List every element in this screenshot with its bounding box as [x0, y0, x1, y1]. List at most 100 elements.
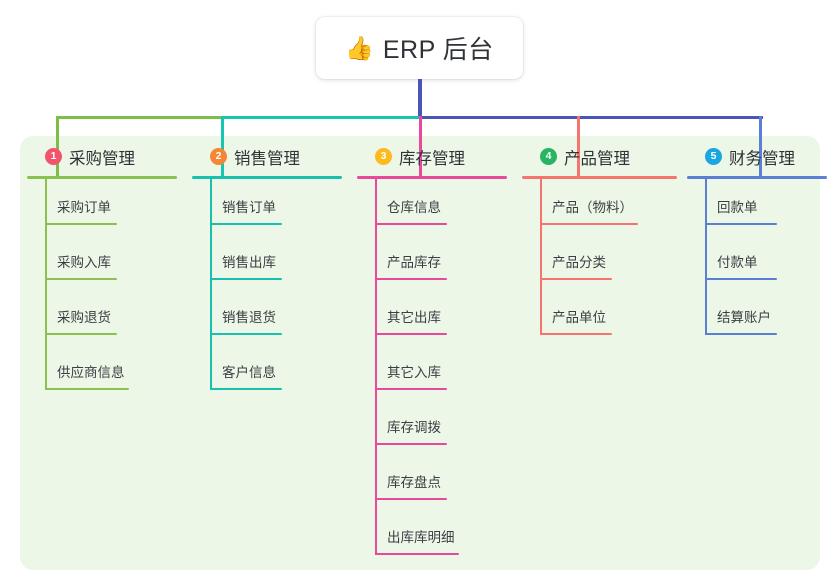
branch-item-underline — [210, 223, 282, 225]
branch-underline-1 — [27, 176, 177, 179]
branch-item-label: 产品（物料） — [552, 200, 633, 215]
branch-header-2[interactable]: 2 销售管理 — [192, 143, 362, 170]
branch-item[interactable]: 付款单 — [687, 234, 839, 289]
branch-item-label: 其它入库 — [387, 365, 441, 380]
branch-badge-1: 1 — [45, 148, 62, 165]
branch-item[interactable]: 库存盘点 — [357, 454, 527, 509]
branch-item[interactable]: 客户信息 — [192, 344, 362, 399]
branch-item-label: 出库库明细 — [387, 530, 455, 545]
branch-item-underline — [540, 333, 612, 335]
branch-item-label: 回款单 — [717, 200, 758, 215]
branch-title-3: 库存管理 — [399, 149, 465, 168]
branch-item-underline — [45, 223, 117, 225]
branch-item[interactable]: 采购入库 — [27, 234, 197, 289]
branch-items-2: 销售订单销售出库销售退货客户信息 — [192, 179, 362, 399]
branch-item-underline — [375, 388, 447, 390]
connector-bar-green — [57, 116, 225, 119]
branch-item-underline — [375, 498, 447, 500]
branch-column-5: 5 财务管理回款单付款单结算账户 — [687, 143, 839, 344]
branch-underline-5 — [687, 176, 827, 179]
diagram-panel — [20, 136, 820, 570]
branch-item-label: 销售出库 — [222, 255, 276, 270]
branch-item-label: 产品库存 — [387, 255, 441, 270]
branch-trunk-4 — [540, 179, 542, 335]
root-title: ERP 后台 — [382, 36, 494, 64]
branch-item[interactable]: 产品单位 — [522, 289, 697, 344]
branch-column-2: 2 销售管理销售订单销售出库销售退货客户信息 — [192, 143, 362, 399]
branch-item-underline — [375, 333, 447, 335]
branch-item[interactable]: 仓库信息 — [357, 179, 527, 234]
branch-item-underline — [210, 278, 282, 280]
branch-badge-3: 3 — [375, 148, 392, 165]
branch-item-underline — [540, 223, 638, 225]
branch-item-label: 库存盘点 — [387, 475, 441, 490]
branch-item[interactable]: 出库库明细 — [357, 509, 527, 564]
branch-title-1: 采购管理 — [69, 149, 135, 168]
branch-trunk-5 — [705, 179, 707, 335]
branch-item-underline — [375, 443, 447, 445]
branch-badge-2: 2 — [210, 148, 227, 165]
branch-item[interactable]: 采购订单 — [27, 179, 197, 234]
branch-item[interactable]: 其它出库 — [357, 289, 527, 344]
column-drop-connector-2 — [221, 116, 224, 176]
branch-item[interactable]: 销售出库 — [192, 234, 362, 289]
column-drop-connector-4 — [577, 116, 580, 176]
branch-item-label: 产品单位 — [552, 310, 606, 325]
thumbs-up-icon: 👍 — [345, 34, 374, 61]
branch-trunk-3 — [375, 179, 377, 555]
branch-items-5: 回款单付款单结算账户 — [687, 179, 839, 344]
branch-item-underline — [375, 223, 447, 225]
column-drop-connector-3 — [419, 116, 422, 176]
column-drop-connector-1 — [56, 116, 59, 176]
branch-item-label: 库存调拨 — [387, 420, 441, 435]
branch-item[interactable]: 回款单 — [687, 179, 839, 234]
root-node[interactable]: 👍 ERP 后台 — [316, 17, 523, 79]
branch-items-1: 采购订单采购入库采购退货供应商信息 — [27, 179, 197, 399]
branch-item-underline — [45, 388, 129, 390]
branch-item-label: 结算账户 — [717, 310, 771, 325]
branch-badge-4: 4 — [540, 148, 557, 165]
branch-item-label: 销售退货 — [222, 310, 276, 325]
branch-item-label: 采购退货 — [57, 310, 111, 325]
branch-item[interactable]: 结算账户 — [687, 289, 839, 344]
branch-item-underline — [375, 278, 447, 280]
branch-item-underline — [45, 278, 117, 280]
branch-item-underline — [705, 223, 777, 225]
branch-item-underline — [210, 388, 282, 390]
root-node-content: 👍 ERP 后台 — [345, 30, 494, 66]
branch-header-5[interactable]: 5 财务管理 — [687, 143, 839, 170]
branch-item[interactable]: 产品（物料） — [522, 179, 697, 234]
branch-item-label: 采购订单 — [57, 200, 111, 215]
branch-item[interactable]: 销售订单 — [192, 179, 362, 234]
branch-item-label: 仓库信息 — [387, 200, 441, 215]
branch-title-2: 销售管理 — [234, 149, 300, 168]
branch-header-1[interactable]: 1 采购管理 — [27, 143, 197, 170]
branch-item[interactable]: 供应商信息 — [27, 344, 197, 399]
branch-item[interactable]: 销售退货 — [192, 289, 362, 344]
branch-item-label: 采购入库 — [57, 255, 111, 270]
branch-column-1: 1 采购管理采购订单采购入库采购退货供应商信息 — [27, 143, 197, 399]
branch-item-label: 供应商信息 — [57, 365, 125, 380]
branch-trunk-2 — [210, 179, 212, 390]
branch-title-5: 财务管理 — [729, 149, 795, 168]
branch-item-underline — [210, 333, 282, 335]
branch-column-3: 3 库存管理仓库信息产品库存其它出库其它入库库存调拨库存盘点出库库明细 — [357, 143, 527, 564]
branch-underline-2 — [192, 176, 342, 179]
branch-item-underline — [705, 333, 777, 335]
branch-item-label: 销售订单 — [222, 200, 276, 215]
branch-items-4: 产品（物料） 产品分类产品单位 — [522, 179, 697, 344]
branch-item-underline — [540, 278, 612, 280]
branch-item[interactable]: 库存调拨 — [357, 399, 527, 454]
connector-bar-indigo — [420, 116, 763, 119]
branch-item-label: 产品分类 — [552, 255, 606, 270]
branch-item[interactable]: 采购退货 — [27, 289, 197, 344]
branch-item-label: 付款单 — [717, 255, 758, 270]
branch-item[interactable]: 其它入库 — [357, 344, 527, 399]
branch-item[interactable]: 产品库存 — [357, 234, 527, 289]
branch-trunk-1 — [45, 179, 47, 390]
branch-item[interactable]: 产品分类 — [522, 234, 697, 289]
branch-badge-5: 5 — [705, 148, 722, 165]
branch-header-3[interactable]: 3 库存管理 — [357, 143, 527, 170]
